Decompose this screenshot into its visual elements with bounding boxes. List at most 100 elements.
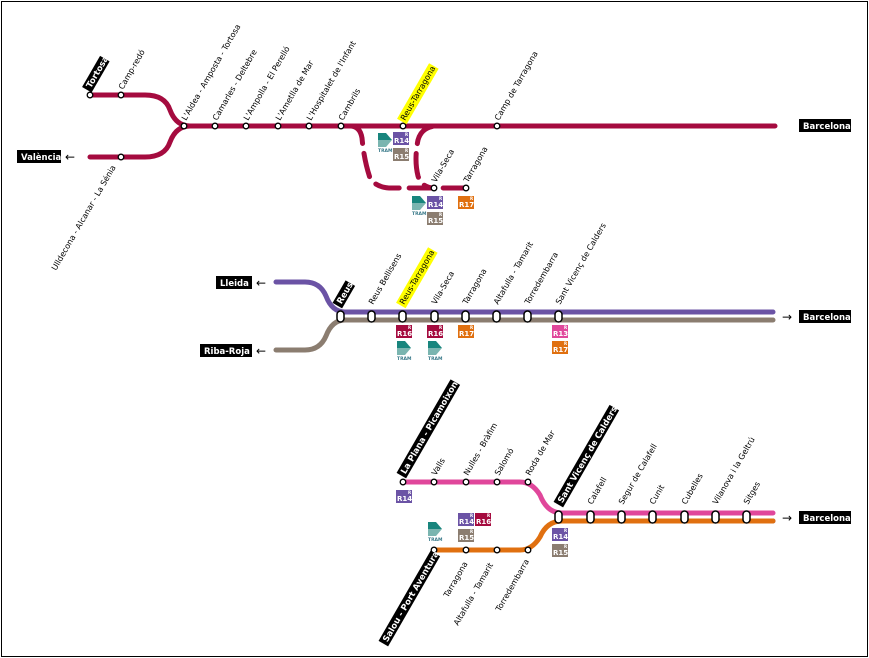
map-3: La Plana - Picamoixons Salou - Port Aven… <box>378 375 851 647</box>
stop-tortosa[interactable] <box>86 91 94 99</box>
svg-text:R15: R15 <box>553 549 568 557</box>
label-reus-tarragona-1: Reus-Tarragona <box>397 63 439 125</box>
badge-r17: R17 R <box>552 341 568 354</box>
stop-ametlla[interactable] <box>274 122 282 130</box>
terminal-sant-vicenc-3[interactable]: Sant Vicenç de Calders <box>553 404 620 508</box>
stop-aldea[interactable] <box>180 122 188 130</box>
svg-text:R: R <box>408 325 411 330</box>
map3-stops <box>399 478 532 554</box>
svg-text:R: R <box>564 341 567 346</box>
stop-salomo[interactable] <box>493 478 501 486</box>
terminal-barcelona-3[interactable]: → Barcelona <box>782 511 851 525</box>
stop-cunit[interactable] <box>648 510 657 524</box>
label-uldecona: Ulldecona - Alcanar - La Sénia <box>49 163 118 272</box>
stop-vila-seca[interactable] <box>430 184 438 192</box>
terminal-la-plana[interactable]: La Plana - Picamoixons <box>396 375 464 479</box>
tram-icon: TRAM <box>428 341 443 362</box>
stop-cambrils[interactable] <box>337 122 345 130</box>
stop-altafulla-3[interactable] <box>493 546 501 554</box>
label-tarragona-1: Tarragona <box>461 145 489 185</box>
svg-text:TRAM: TRAM <box>428 356 443 362</box>
terminal-reus[interactable]: Reus <box>332 280 356 309</box>
arrow-left-icon: ← <box>256 276 266 290</box>
label-torredembarra-2: Torredembarra <box>522 251 560 307</box>
stop-torredembarra-2[interactable] <box>523 310 532 323</box>
badge-r14: R14 R <box>458 513 474 526</box>
terminal-barcelona-2[interactable]: → Barcelona <box>782 310 851 324</box>
label-sant-vicenc-2: Sant Vicenç de Calders <box>554 222 608 306</box>
badge-r13: R13 R <box>552 325 568 338</box>
label-calafell: Calafell <box>586 476 609 506</box>
svg-text:Reus-Tarragona: Reus-Tarragona <box>399 64 437 122</box>
stop-tarragona-2[interactable] <box>461 310 470 323</box>
label-cambrils: Cambrils <box>337 87 362 122</box>
stop-sant-vicenc-3[interactable] <box>554 510 563 524</box>
label-reus-bellisens: Reus Bellisens <box>367 252 403 306</box>
stop-hospitalet[interactable] <box>305 122 313 130</box>
label-nulles: Nulles - Bràfim <box>462 421 499 477</box>
terminal-tortosa[interactable]: Tortosa <box>82 54 111 93</box>
label-vila-seca-1: Vila-Seca <box>430 148 456 184</box>
label-roda: Roda de Mar <box>524 428 557 477</box>
badge-r15: R15 R <box>427 212 443 225</box>
svg-text:R: R <box>408 490 411 495</box>
stop-ampolla[interactable] <box>242 122 250 130</box>
stop-vilanova[interactable] <box>711 510 720 524</box>
stop-torredembarra-3[interactable] <box>524 546 532 554</box>
svg-text:R17: R17 <box>553 346 568 354</box>
terminal-salou[interactable]: Salou - Port Aventura <box>378 549 442 647</box>
stop-camarles[interactable] <box>211 122 219 130</box>
badge-r17: R17 R <box>458 325 474 338</box>
stop-la-plana[interactable] <box>399 478 407 486</box>
badge-r14: R14 R <box>427 196 443 209</box>
badge-r14: R14 R <box>396 490 412 503</box>
stop-altafulla-2[interactable] <box>492 310 501 323</box>
terminal-valencia[interactable]: València ← <box>17 150 75 164</box>
svg-text:València: València <box>21 152 62 163</box>
stop-nulles[interactable] <box>462 478 470 486</box>
tram-icon: TRAM <box>397 341 412 362</box>
stop-roda[interactable] <box>524 478 532 486</box>
stop-camp-tarragona[interactable] <box>493 122 501 130</box>
badge-r15: R15 R <box>552 544 568 557</box>
stop-calafell[interactable] <box>586 510 595 524</box>
stop-sant-vicenc-2[interactable] <box>554 310 563 323</box>
stop-sitges[interactable] <box>742 510 751 524</box>
stop-cubelles[interactable] <box>680 510 689 524</box>
stop-reus-tarragona[interactable] <box>399 122 407 130</box>
svg-text:R15: R15 <box>459 534 474 542</box>
tram-icon: TRAM <box>378 133 393 154</box>
svg-text:R15: R15 <box>428 217 443 225</box>
stop-camp-redo[interactable] <box>117 91 125 99</box>
terminal-lleida[interactable]: Lleida ← <box>216 276 266 290</box>
svg-text:R16: R16 <box>476 518 491 526</box>
svg-text:R14: R14 <box>394 137 409 145</box>
stop-reus[interactable] <box>336 310 345 323</box>
svg-text:R: R <box>405 148 408 153</box>
stop-uldecona[interactable] <box>117 153 125 161</box>
svg-text:R: R <box>564 544 567 549</box>
label-camp-redo: Camp-redó <box>116 48 147 91</box>
svg-text:R: R <box>439 325 442 330</box>
stop-reus-tarragona-2[interactable] <box>398 310 407 323</box>
stop-tarragona[interactable] <box>462 184 470 192</box>
svg-text:R14: R14 <box>397 495 412 503</box>
svg-text:R: R <box>439 196 442 201</box>
arrow-right-icon: → <box>782 511 792 525</box>
terminal-barcelona-1[interactable]: Barcelona <box>799 119 851 132</box>
svg-text:R16: R16 <box>428 330 443 338</box>
label-salomo: Salomó <box>492 446 516 477</box>
terminal-ribaroja[interactable]: Riba-Roja ← <box>200 344 266 358</box>
stop-valls[interactable] <box>430 478 438 486</box>
badge-r16: R16 R <box>396 325 412 338</box>
stop-segur[interactable] <box>617 510 626 524</box>
label-cunit: Cunit <box>648 483 666 506</box>
badge-r14: R14 R <box>552 528 568 541</box>
stop-vila-seca-2[interactable] <box>430 310 439 323</box>
stop-reus-bellisens[interactable] <box>367 310 376 323</box>
stop-tarragona-3[interactable] <box>462 546 470 554</box>
map3-stops-trunk <box>554 510 751 524</box>
svg-text:La Plana - Picamoixons: La Plana - Picamoixons <box>399 376 463 476</box>
svg-text:R: R <box>470 196 473 201</box>
